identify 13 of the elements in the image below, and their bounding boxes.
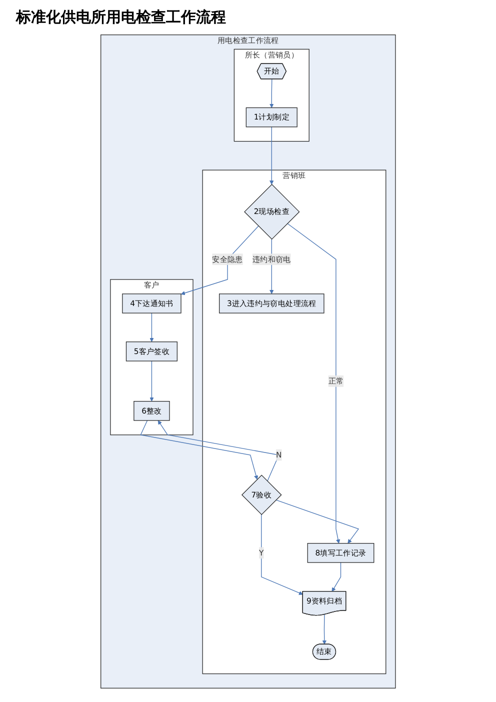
arrow <box>269 78 274 108</box>
arrow <box>260 514 303 595</box>
diagram-title: 标准化供电所用电检查工作流程 <box>16 8 226 27</box>
arrow <box>269 126 274 185</box>
arrow <box>275 500 359 544</box>
arrow <box>322 614 326 644</box>
arrow <box>140 420 258 480</box>
arrow <box>286 223 340 544</box>
arrow <box>180 226 259 296</box>
arrow <box>332 562 341 592</box>
arrow <box>149 360 154 402</box>
arrow <box>149 312 154 342</box>
arrow <box>158 420 280 482</box>
